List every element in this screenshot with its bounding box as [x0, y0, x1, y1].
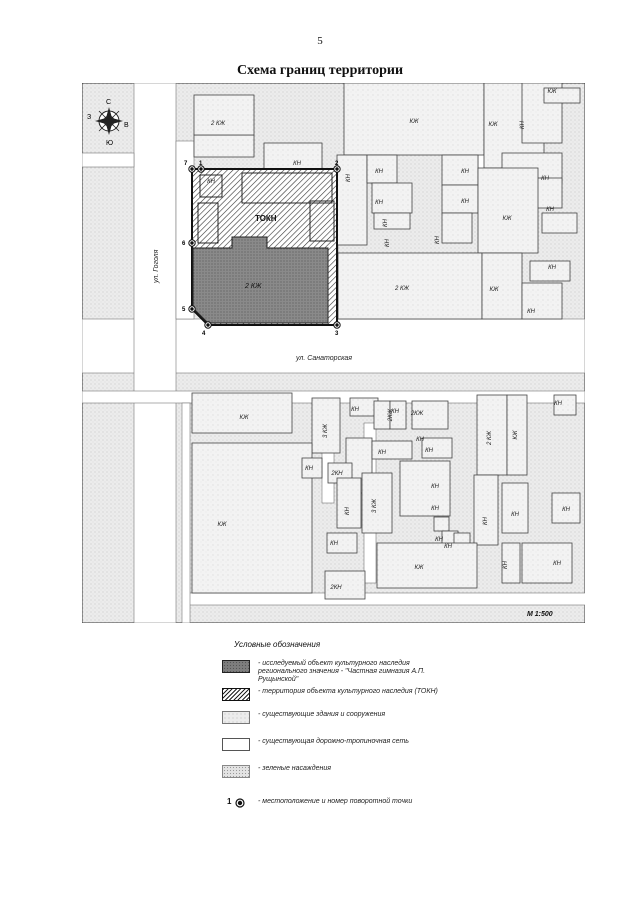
legend-point-number: 1	[227, 797, 232, 806]
building-label: 2КЖ	[410, 411, 424, 417]
page-title: Схема границ территории	[236, 63, 404, 78]
boundary-point-dot	[335, 323, 339, 327]
building-label: КЖ	[414, 565, 424, 571]
building-label: КЖ	[239, 415, 249, 421]
building-label: КН	[435, 537, 444, 543]
building-label: КН	[541, 176, 550, 182]
boundary-point-dot	[190, 167, 194, 171]
building-label: КЖ	[489, 287, 499, 293]
boundary-point-number: 3	[335, 331, 339, 337]
building-label: КЖ	[547, 89, 557, 95]
building-label: КН	[527, 309, 536, 315]
compass-west: З	[87, 114, 91, 121]
building-label: КЖ	[217, 522, 227, 528]
boundary-point-number: 6	[182, 241, 186, 247]
building-label: КН	[330, 541, 339, 547]
map-labels: ул. Гоголя ул. Санаторская М 1:500 ТОКН …	[153, 214, 553, 618]
building-label: КН	[483, 516, 489, 525]
legend-swatch-object	[222, 660, 250, 673]
page-number: 5	[317, 35, 323, 47]
site-plan-map: ул. Гоголя ул. Санаторская М 1:500 ТОКН …	[82, 83, 585, 623]
existing-buildings	[191, 83, 581, 600]
tokn-inner-buildings	[197, 172, 335, 244]
compass-south: Ю	[106, 140, 113, 147]
building-label: КН	[562, 507, 571, 513]
building-label: КН	[503, 560, 509, 569]
building-label: КН	[383, 218, 389, 227]
boundary-point-number: 4	[202, 331, 206, 337]
building-label: 2КН	[330, 471, 343, 477]
building-label: КН	[435, 235, 441, 244]
building-label: КН	[461, 199, 470, 205]
legend-swatch-tokn	[222, 688, 250, 701]
building-label: КЖ	[409, 119, 419, 125]
building-label: 2 КЖ	[487, 430, 493, 446]
building-label: КН	[207, 179, 216, 185]
building-label: КЖ	[502, 216, 512, 222]
building-label: КН	[461, 169, 470, 175]
legend-title: Условные обозначения	[234, 640, 321, 649]
building-label: КН	[305, 466, 314, 472]
boundary-point-number: 1	[199, 161, 203, 167]
building-label: КН	[375, 169, 384, 175]
legend-point-marker-icon	[235, 798, 245, 808]
building-label: 3 КЖ	[323, 423, 329, 438]
legend-text-road: - существующая дорожно-тропиночная сеть	[258, 738, 409, 745]
object-label: 2 КЖ	[244, 283, 262, 290]
boundary-point-dot	[335, 167, 339, 171]
building-label: КН	[431, 484, 440, 490]
legend-point-text: - местоположение и номер поворотной точк…	[258, 798, 413, 805]
legend-swatch-road	[222, 738, 250, 751]
building-label: 2КЖ	[388, 408, 394, 422]
boundary-point-dot	[199, 167, 203, 171]
boundary-point-dot	[190, 241, 194, 245]
boundary-point-number: 7	[184, 161, 188, 167]
building-label: 2КН	[329, 585, 342, 591]
boundary-point-dot	[206, 323, 210, 327]
building-label: КН	[444, 544, 453, 550]
building-label: КН	[346, 173, 352, 182]
heritage-object	[192, 236, 329, 324]
building-label: КН	[548, 265, 557, 271]
building-label: КН	[375, 200, 384, 206]
building-label: КН	[546, 207, 555, 213]
legend-text-green: - зеленые насаждения	[258, 765, 331, 772]
legend-swatch-green	[222, 765, 250, 778]
building-label: КН	[553, 561, 562, 567]
building-label: 2 КЖ	[394, 286, 410, 292]
street-sanatornaya: ул. Санаторская	[295, 355, 352, 362]
building-label: 2 КЖ	[210, 121, 226, 127]
building-label: КЖ	[513, 430, 519, 440]
boundary-point-dot	[190, 307, 194, 311]
legend-text-tokn: - территория объекта культурного наследи…	[258, 688, 438, 695]
scale-label: М 1:500	[527, 611, 553, 618]
building-label: КН	[378, 450, 387, 456]
compass-east: В	[124, 122, 129, 129]
building-label: КН	[416, 437, 425, 443]
boundary-points: 7 1 2 3 4 5 6	[182, 161, 341, 337]
street-gogolya: ул. Гоголя	[153, 249, 160, 284]
building-label: КН	[345, 506, 351, 515]
building-label: КН	[391, 409, 400, 415]
building-label: КН	[385, 238, 391, 247]
legend-text-buildings: - существующие здания и сооружения	[258, 711, 386, 718]
building-label: КН	[520, 120, 526, 129]
boundary-point-number: 2	[335, 161, 339, 167]
building-label: КЖ	[488, 122, 498, 128]
legend-swatch-buildings	[222, 711, 250, 724]
building-label: КН	[554, 401, 563, 407]
compass-north: С	[106, 99, 111, 106]
building-label: КН	[511, 512, 520, 518]
boundary-point-number: 5	[182, 307, 186, 313]
legend-text-object: - исследуемый объект культурного наследи…	[258, 660, 426, 683]
compass-rose: С Ю В З	[87, 99, 129, 147]
building-label: 3 КЖ	[372, 498, 378, 513]
building-label: КН	[293, 161, 302, 167]
building-label: КН	[425, 448, 434, 454]
building-label: КН	[431, 506, 440, 512]
building-label: КН	[351, 407, 360, 413]
tokn-label: ТОКН	[255, 214, 277, 223]
